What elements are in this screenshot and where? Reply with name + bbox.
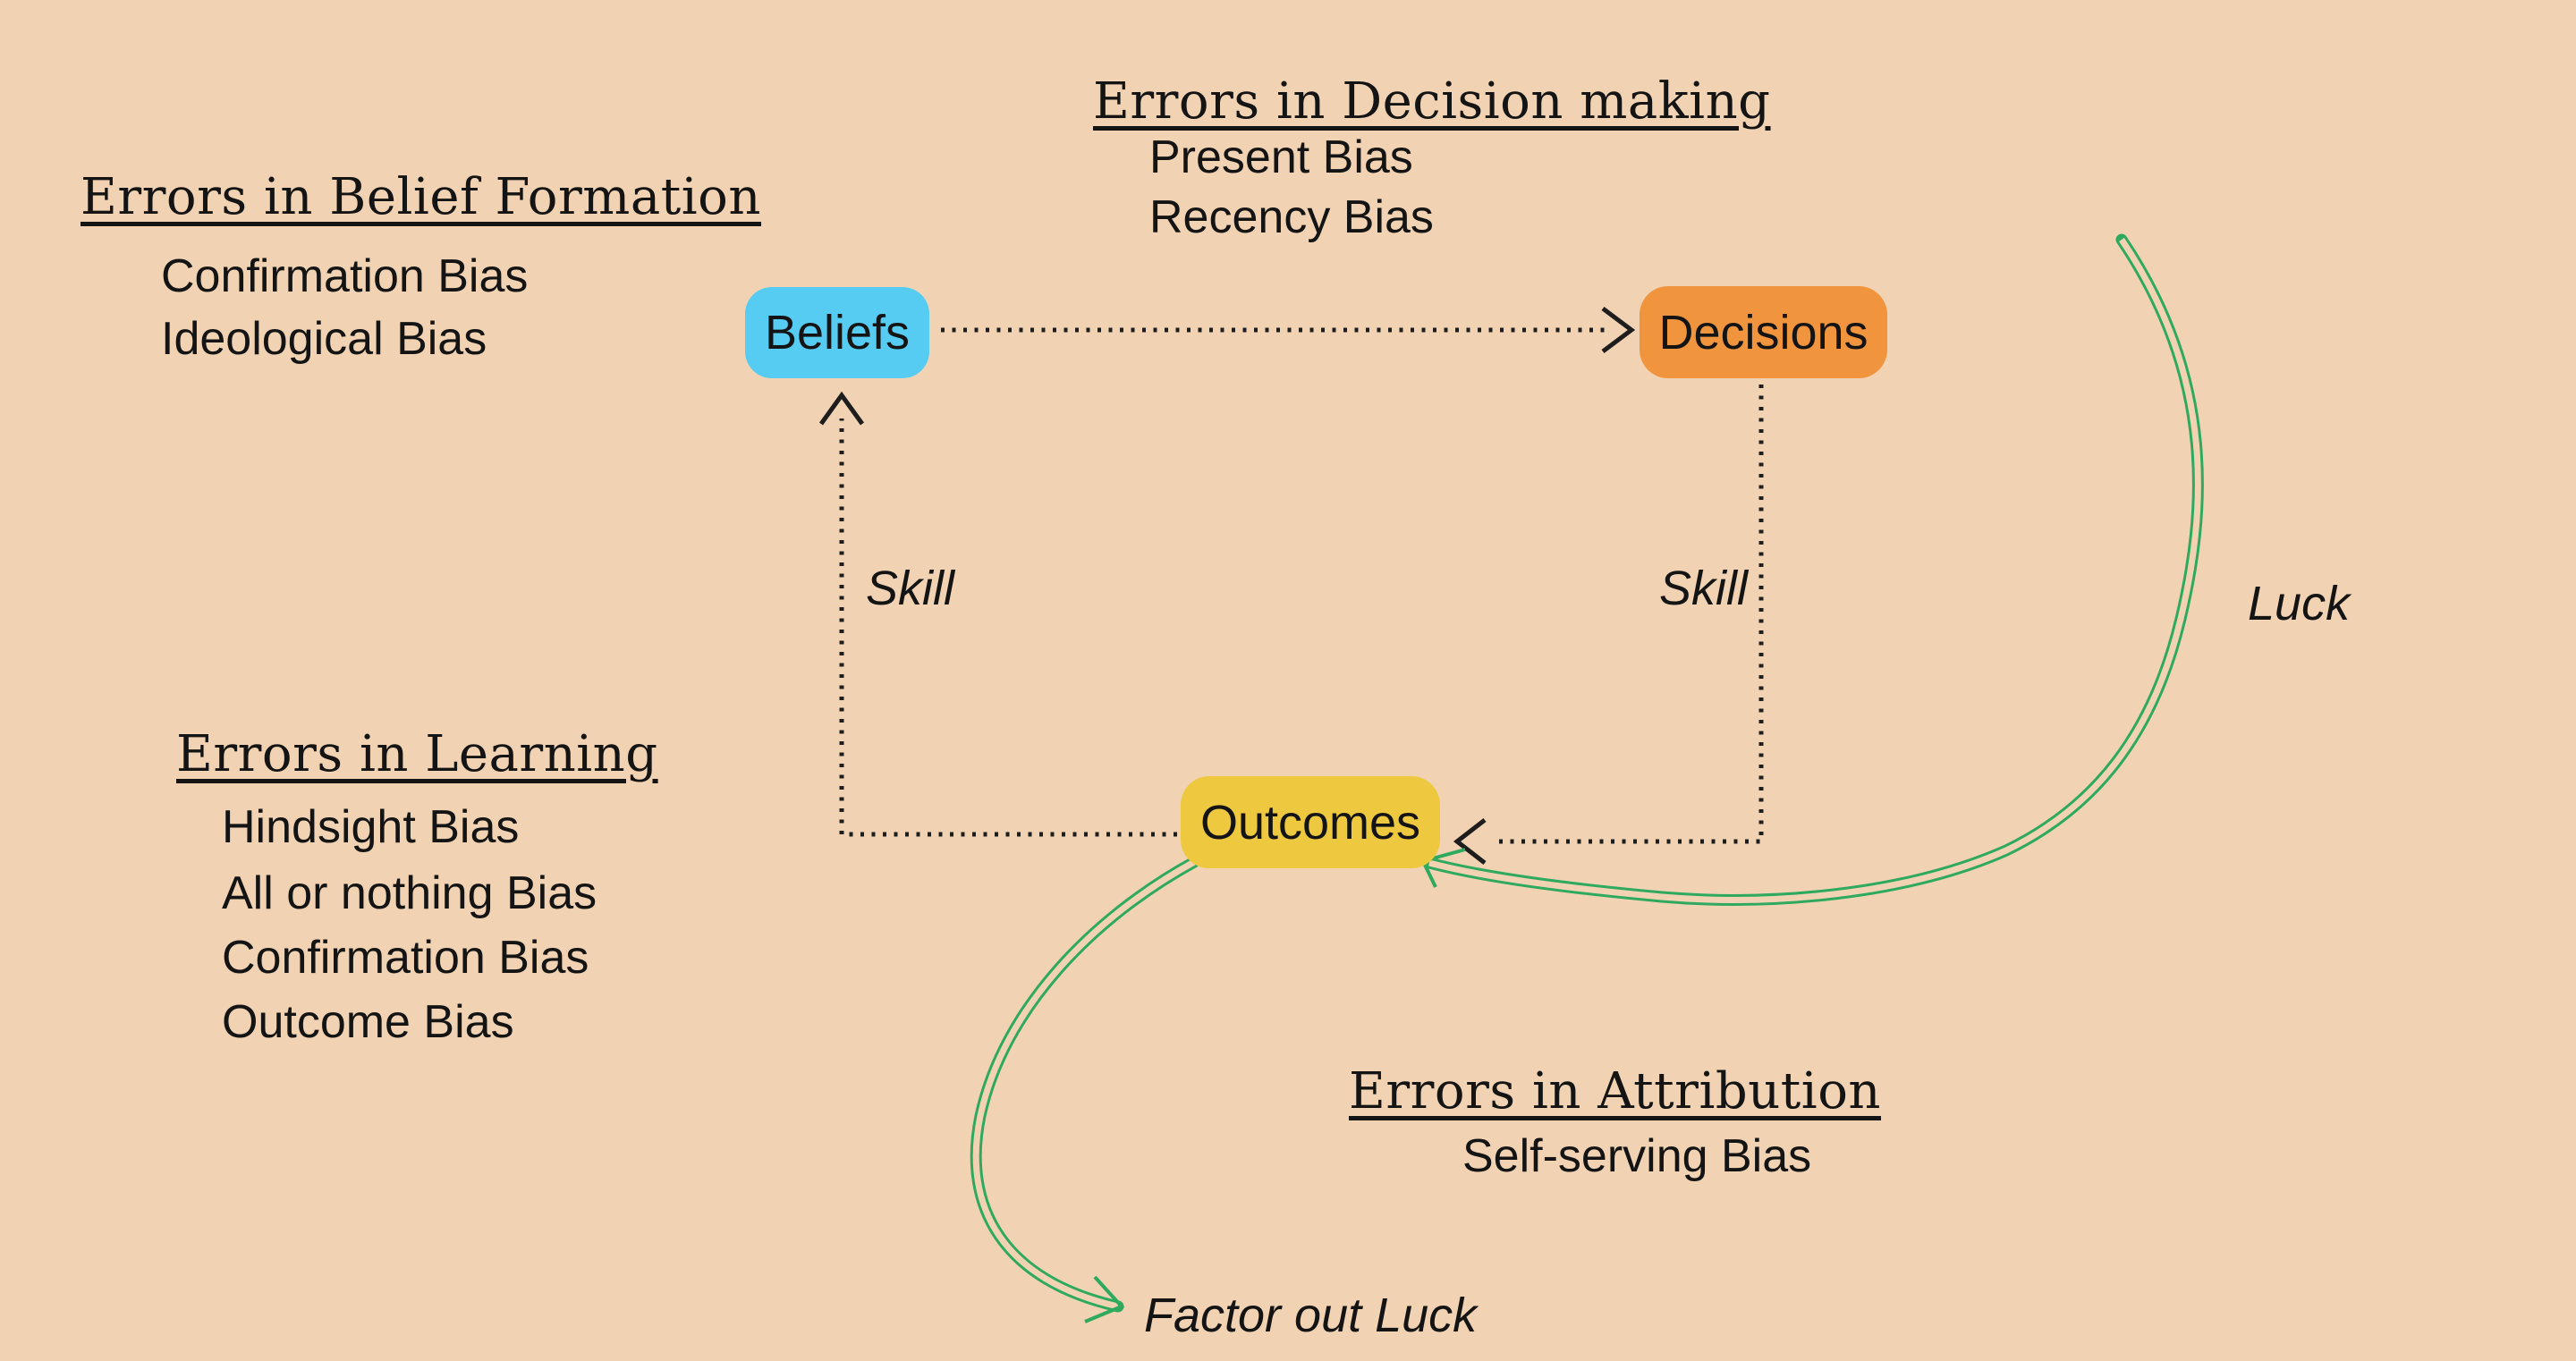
edge-label-skill-left: Skill (866, 562, 955, 615)
learning-item: Confirmation Bias (222, 932, 589, 984)
arrowhead-factor-out-luck (1084, 1275, 1125, 1323)
edge-label-factor-out-luck: Factor out Luck (1144, 1289, 1478, 1342)
section-title-belief-formation: Errors in Belief Formation (80, 168, 761, 226)
arrowhead-into-beliefs (818, 391, 865, 426)
factor-out-luck-curve-outer (970, 856, 1200, 1313)
learning-item: Outcome Bias (222, 996, 514, 1048)
learning-item: All or nothing Bias (222, 867, 597, 919)
arrowhead-into-decisions (1601, 307, 1636, 353)
edge-label-luck: Luck (2248, 577, 2351, 630)
node-outcomes-label: Outcomes (1199, 795, 1421, 850)
arrowhead-into-outcomes (1453, 818, 1487, 865)
section-title-attribution: Errors in Attribution (1349, 1062, 1881, 1120)
attribution-item: Self-serving Bias (1462, 1130, 1812, 1182)
belief-formation-item: Confirmation Bias (161, 250, 529, 302)
luck-curve-inner (1428, 238, 2201, 903)
node-decisions[interactable]: Decisions (1640, 286, 1887, 378)
belief-formation-item: Ideological Bias (161, 313, 487, 365)
learning-item: Hindsight Bias (222, 801, 520, 853)
edge-outcomes-to-beliefs (839, 418, 1177, 837)
edge-label-skill-right: Skill (1659, 562, 1749, 615)
node-beliefs[interactable]: Beliefs (745, 287, 929, 378)
node-outcomes[interactable]: Outcomes (1181, 776, 1440, 868)
node-beliefs-label: Beliefs (764, 306, 911, 359)
section-title-decision-making: Errors in Decision making (1093, 72, 1771, 131)
factor-out-luck-curve-inner (972, 858, 1196, 1310)
decision-making-item: Present Bias (1149, 131, 1413, 183)
decision-making-item: Recency Bias (1149, 191, 1434, 243)
node-decisions-label: Decisions (1658, 305, 1868, 359)
section-title-learning: Errors in Learning (176, 725, 658, 783)
